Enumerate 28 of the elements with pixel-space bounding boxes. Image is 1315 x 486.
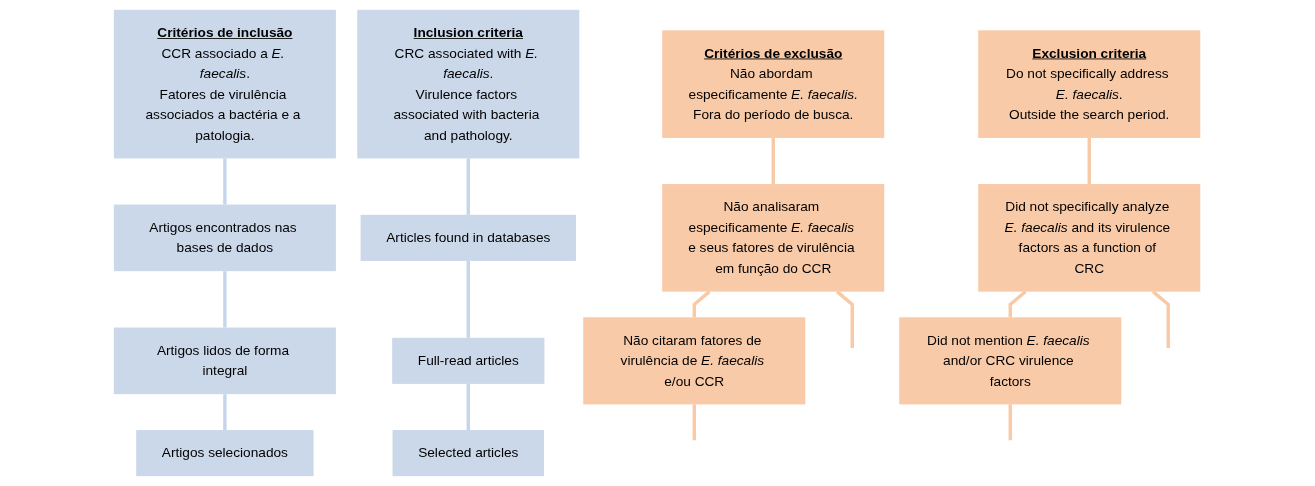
node-box: Artigos encontrados nas bases de dados: [114, 204, 337, 272]
connector: [1008, 290, 1027, 318]
node-box: Full-read articles: [392, 337, 545, 384]
connector: [1008, 404, 1013, 441]
connector: [467, 383, 471, 431]
node-box: Não analisaram especificamente E. faecalis e seus fatores de virulência em função do CCR: [662, 184, 885, 292]
connector: [467, 158, 471, 215]
node-box: Não citaram fatores de virulência de E. faecalis e/ou CCR: [583, 317, 806, 405]
node-box: Did not mention E. faecalis and/or CRC virulence factors: [899, 317, 1122, 405]
node-box: Articles found in databases: [361, 214, 577, 261]
node-box: Critérios de inclusão CCR associado a E. faecalis. Fatores de virulência associados a bactéria e a patologia.: [114, 9, 337, 159]
node-box: Did not specifically analyze E. faecalis and its virulence factors as a function of CRC: [978, 184, 1201, 292]
node-box: Artigos selecionados: [136, 430, 314, 477]
connector: [1087, 137, 1092, 185]
connector: [692, 290, 711, 318]
connector: [467, 260, 471, 338]
node-box: Inclusion criteria CRC associated with E. faecalis. Virulence factors associated with bacteria and pathology.: [357, 9, 580, 159]
connector: [771, 137, 776, 185]
node-box: Critérios de exclusão Não abordam especificamente E. faecalis. Fora do período de busca.: [662, 30, 885, 138]
connector: [1152, 290, 1171, 349]
connector: [223, 158, 227, 205]
connector: [836, 290, 855, 349]
connector: [692, 404, 697, 441]
node-box: Artigos lidos de forma integral: [114, 327, 337, 395]
connector: [223, 271, 227, 328]
node-box: Selected articles: [392, 430, 545, 477]
node-box: Exclusion criteria Do not specifically address E. faecalis. Outside the search period.: [978, 30, 1201, 138]
connector: [223, 394, 227, 431]
